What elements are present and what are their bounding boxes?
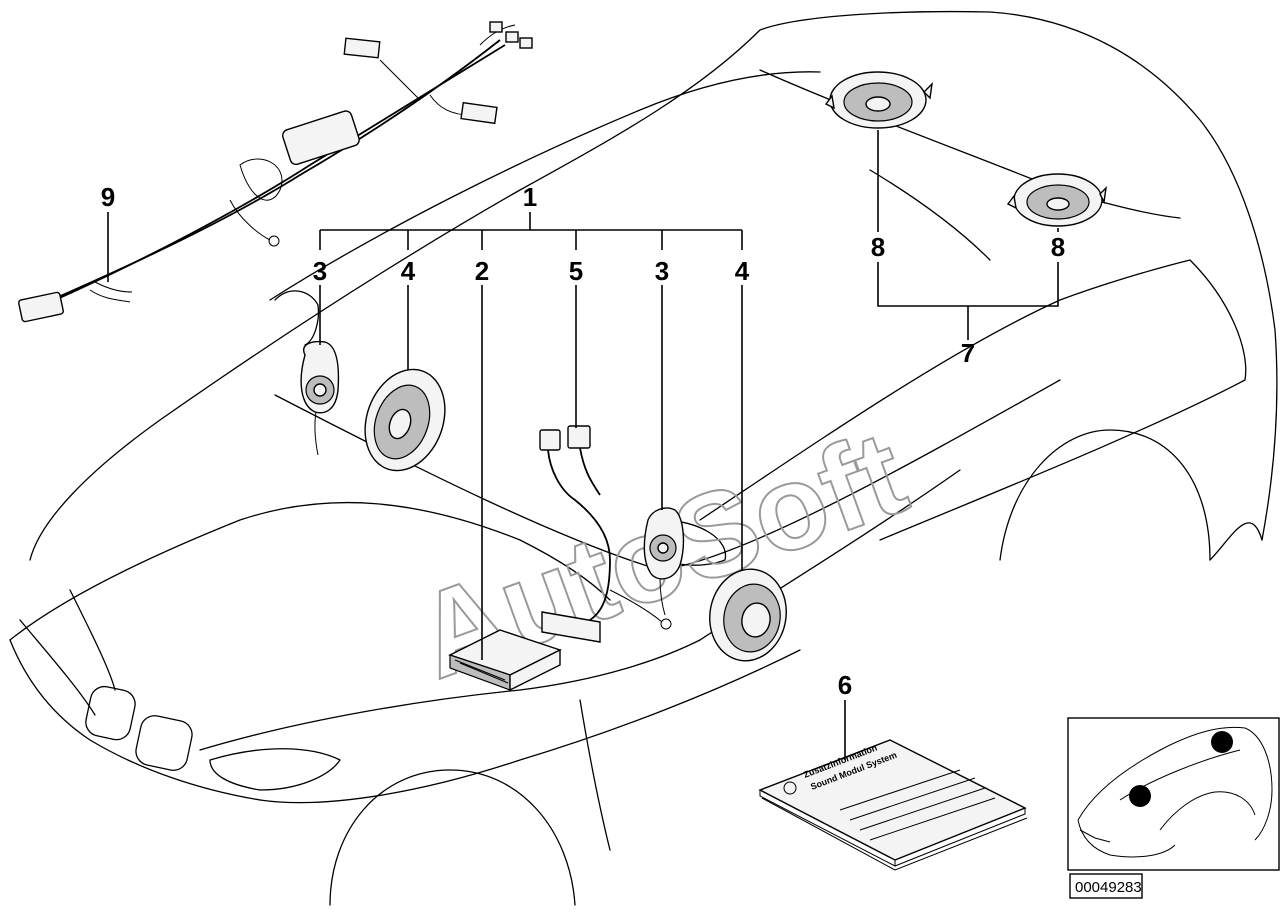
locator-inset: 00049283 [1067,717,1280,899]
callout-6: 6 [838,670,852,700]
callout-2: 2 [475,256,489,286]
callout-5: 5 [569,256,583,286]
part-8-speaker-rear-left [824,71,933,129]
callout-3-left: 3 [313,256,327,286]
locator-rear-marker [1211,731,1233,753]
leader-lines [107,130,1059,760]
part-5-adapter-cable [539,425,672,643]
callout-1: 1 [523,182,537,212]
part-3-tweeter-right [643,507,685,616]
part-4-speaker-right [709,568,787,662]
part-2-amplifier [448,629,562,692]
callout-8-left: 8 [871,232,885,262]
callout-8-right: 8 [1051,232,1065,262]
part-6-booklet: Zusatzinformation Sound Modul System [758,739,1028,871]
reference-id: 00049283 [1075,879,1142,896]
callout-9: 9 [101,182,115,212]
callout-4-left: 4 [401,256,416,286]
part-4-speaker-left [364,368,446,472]
callout-4-right: 4 [735,256,750,286]
part-8-speaker-rear-right [1006,173,1107,227]
part-3-tweeter-left [300,340,340,456]
locator-front-marker [1129,785,1151,807]
callout-7: 7 [961,338,975,368]
callout-3-right: 3 [655,256,669,286]
part-9-wiring-harness [18,21,533,323]
car-front-grille [19,589,341,791]
